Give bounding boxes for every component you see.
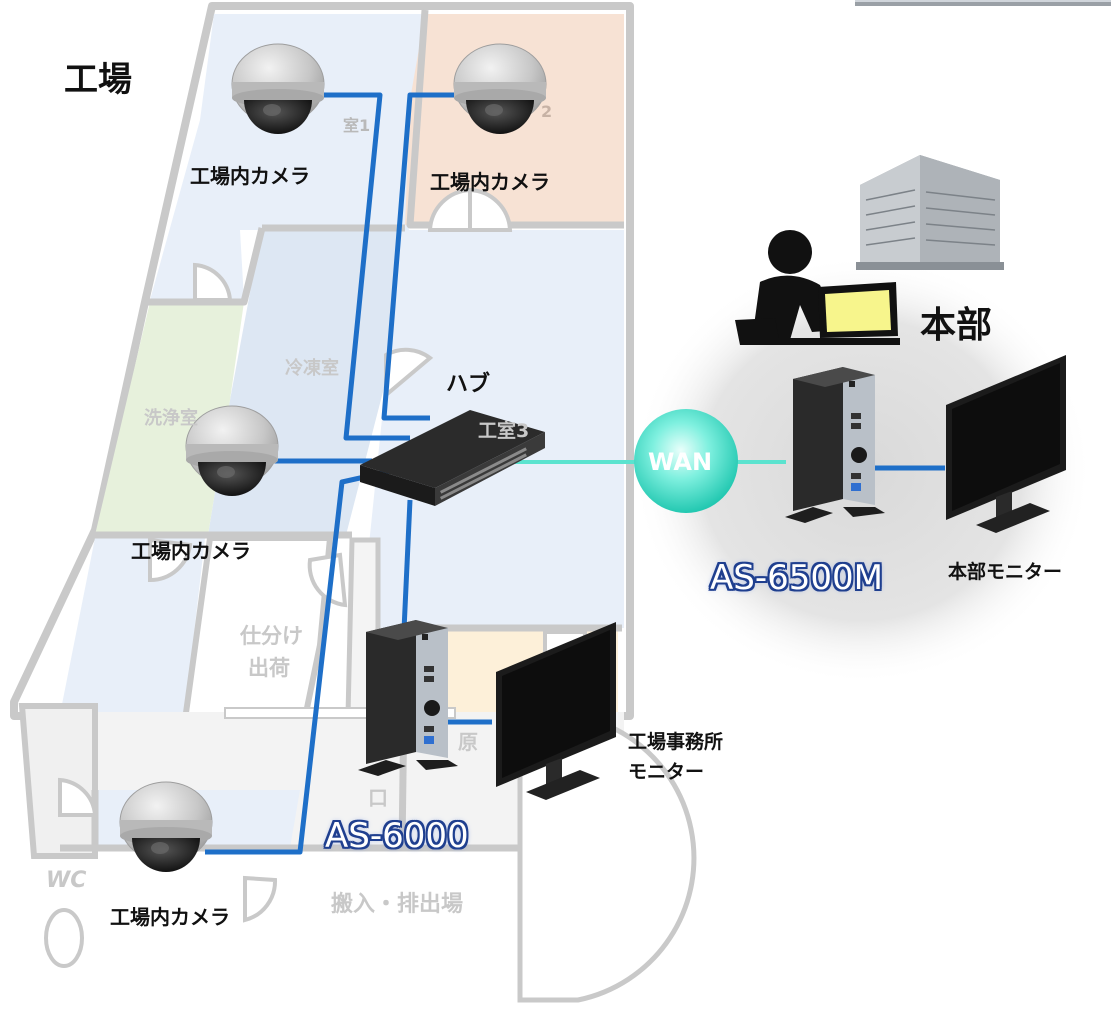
hub-label: ハブ [446, 372, 491, 397]
factory-title: 工場 [64, 60, 132, 100]
room-label-wash: 洗浄室 [144, 408, 198, 429]
office-monitor-label-2: モニター [628, 761, 705, 783]
corner-panel [855, 0, 1111, 2]
hq-model-label: AS-6500M [710, 558, 883, 598]
room-label-wc: WC [46, 868, 87, 893]
hq-title: 本部 [920, 305, 993, 346]
building-icon [856, 155, 1004, 270]
user-at-desk-icon [735, 230, 900, 345]
hq-pc-tower [785, 367, 885, 523]
camera-3-label: 工場内カメラ [131, 539, 251, 563]
camera-2-label: 工場内カメラ [430, 170, 550, 194]
room-label-loading: 搬入・排出場 [331, 892, 464, 917]
camera-4-label: 工場内カメラ [110, 905, 230, 929]
hq-monitor-label: 本部モニター [948, 561, 1063, 583]
network-hub [360, 410, 545, 506]
room-label-2: 2 [541, 102, 553, 121]
room-label-mouth: 口 [368, 786, 388, 810]
room-label-raw: 原 [458, 730, 478, 754]
factory-floor-plan [10, 2, 697, 1003]
room-label-1: 室1 [343, 116, 371, 135]
toilet [44, 908, 84, 968]
camera-1-label: 工場内カメラ [190, 164, 310, 188]
room-label-sorting-1: 仕分け [240, 624, 303, 648]
wan-label: WAN [648, 448, 713, 476]
office-model-label: AS-6000 [325, 816, 469, 856]
room-label-3: 工室3 [478, 420, 530, 442]
camera-4 [119, 781, 213, 873]
room-label-freezer: 冷凍室 [285, 358, 339, 379]
office-pc-tower [358, 620, 458, 776]
office-monitor-label-1: 工場事務所 [628, 731, 724, 753]
wan-bubble [634, 409, 738, 513]
room-label-sorting-2: 出荷 [248, 656, 290, 680]
